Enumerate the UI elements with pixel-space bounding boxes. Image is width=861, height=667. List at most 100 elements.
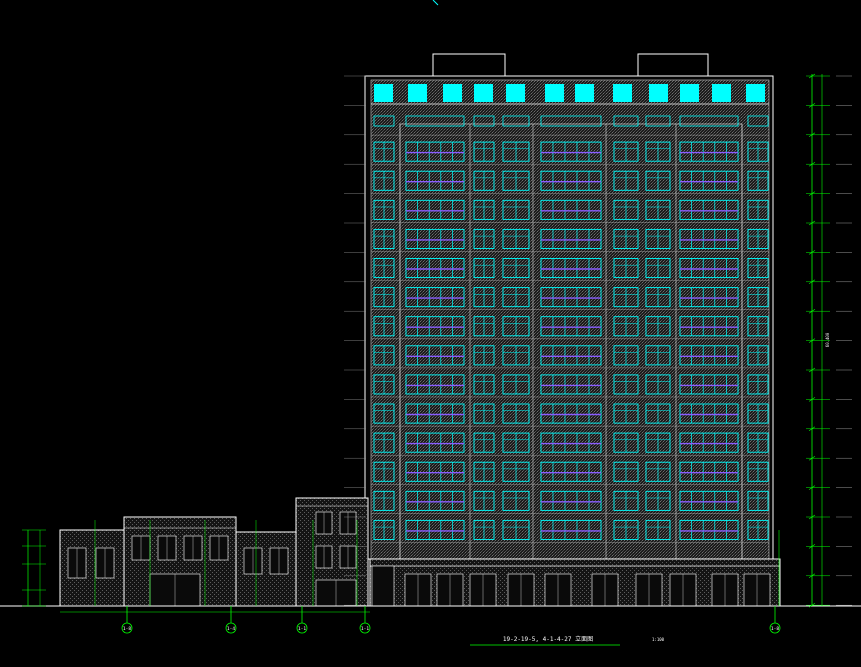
window	[540, 519, 602, 540]
roof-window	[474, 84, 493, 102]
dim-slash	[808, 250, 816, 255]
podium	[369, 558, 781, 607]
window	[679, 374, 739, 395]
window	[540, 258, 602, 279]
roof-window	[575, 84, 594, 102]
drawing-title: 19-2-19-5, 4-1-4-27 立面图	[503, 635, 593, 643]
roof-window	[506, 84, 525, 102]
window	[405, 374, 465, 395]
window	[405, 345, 465, 366]
axis-bubble-1: 1-8	[121, 606, 133, 634]
dim-slash	[808, 338, 816, 343]
roof-window	[746, 84, 765, 102]
window	[679, 519, 739, 540]
window	[679, 115, 739, 127]
cursor-mark	[432, 0, 439, 6]
window	[540, 461, 602, 482]
window	[502, 115, 530, 127]
window	[679, 228, 739, 249]
dimension-chains	[22, 73, 852, 613]
roof-window	[443, 84, 462, 102]
dim-slash	[808, 544, 816, 549]
roof-window	[408, 84, 427, 102]
axis-bubble-4: 1-1	[359, 606, 371, 634]
dim-slash	[808, 514, 816, 520]
dim-slash	[808, 220, 816, 226]
roof-structures	[432, 53, 709, 76]
window	[540, 141, 602, 162]
window	[645, 115, 671, 127]
window	[679, 258, 739, 279]
dim-slash	[808, 573, 816, 579]
window	[405, 461, 465, 482]
dim-slash	[808, 73, 816, 79]
dim-slash	[808, 161, 816, 167]
window	[679, 170, 739, 191]
axis-label-4: 1-1	[361, 626, 369, 632]
dim-slash	[808, 397, 816, 402]
window	[405, 403, 465, 424]
window	[405, 199, 465, 220]
window	[540, 115, 602, 127]
window	[540, 490, 602, 511]
window	[747, 115, 769, 127]
dim-slash	[808, 103, 816, 108]
dim-slash	[808, 426, 816, 432]
window	[540, 374, 602, 395]
window	[540, 403, 602, 424]
main-tower	[364, 75, 774, 560]
window	[679, 141, 739, 162]
window	[679, 345, 739, 366]
window	[540, 432, 602, 453]
axis-label-1: 1-8	[123, 626, 131, 632]
dim-slash	[808, 367, 816, 373]
window	[405, 141, 465, 162]
window	[405, 258, 465, 279]
window	[405, 170, 465, 191]
window	[405, 287, 465, 308]
window	[540, 287, 602, 308]
dim-slash	[808, 485, 816, 490]
axis-label-3: 1-1	[298, 626, 306, 632]
entrance	[371, 565, 395, 607]
dim-slash	[808, 308, 816, 314]
window	[679, 490, 739, 511]
dim-slash	[808, 279, 816, 285]
dim-slash	[808, 191, 816, 196]
dim-slash	[808, 132, 816, 138]
window	[679, 432, 739, 453]
drawing-title-block: 19-2-19-5, 4-1-4-27 立面图 1:100	[470, 635, 665, 646]
window	[540, 228, 602, 249]
window	[405, 115, 465, 127]
roof-window	[649, 84, 668, 102]
window	[405, 228, 465, 249]
dim-slash	[808, 455, 816, 461]
window	[405, 519, 465, 540]
window	[679, 461, 739, 482]
window	[540, 345, 602, 366]
window	[679, 403, 739, 424]
window	[405, 316, 465, 337]
axis-bubbles: 1-8 1-4 1-1 1-1 1-8	[121, 606, 781, 634]
total-height-label: 60.400	[825, 332, 830, 347]
window	[540, 316, 602, 337]
axis-label-2: 1-4	[227, 626, 235, 632]
roof-window	[680, 84, 699, 102]
axis-bubble-2: 1-4	[225, 606, 237, 634]
low-wing	[59, 497, 369, 607]
window	[405, 432, 465, 453]
window	[473, 115, 495, 127]
axis-bubble-5: 1-8	[769, 606, 781, 634]
roof-window	[545, 84, 564, 102]
roof-window	[613, 84, 632, 102]
window	[540, 170, 602, 191]
dim-slash	[808, 602, 816, 608]
roof-window	[712, 84, 731, 102]
drawing-scale: 1:100	[652, 637, 665, 642]
window	[373, 115, 395, 127]
window	[679, 287, 739, 308]
window	[679, 199, 739, 220]
window	[540, 199, 602, 220]
